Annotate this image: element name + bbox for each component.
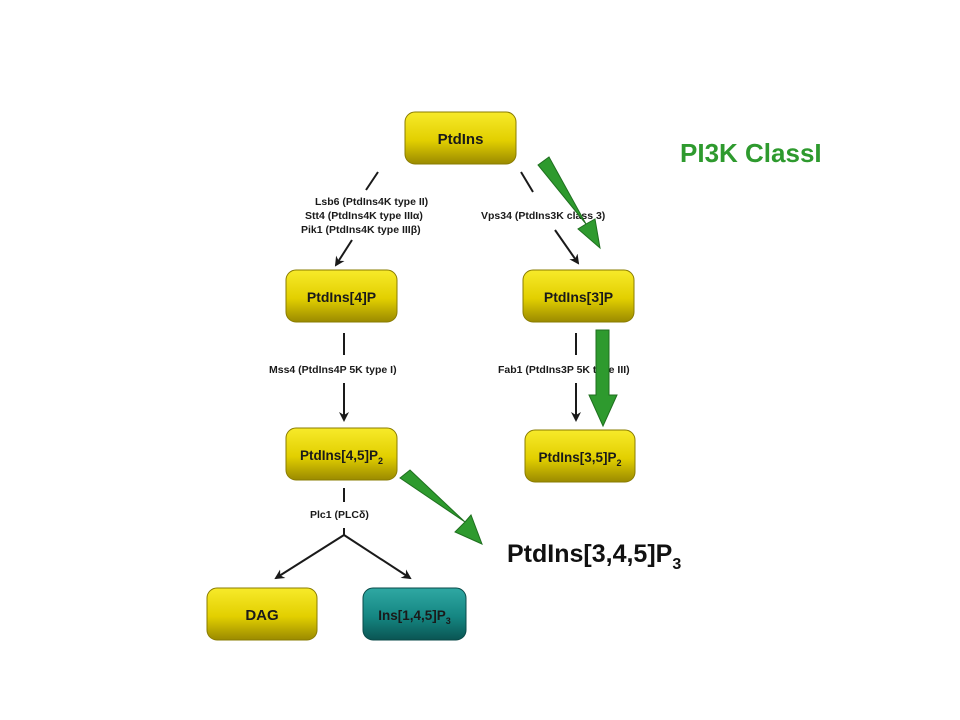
node-ptdins3p: PtdIns[3]P: [522, 269, 635, 323]
enzyme-mss4: Mss4 (PtdIns4P 5K type I): [269, 364, 397, 376]
node-ptdins4p: PtdIns[4]P: [285, 269, 398, 323]
arrow-plc-to-dag: [274, 534, 345, 580]
arrow-ptdins-to-3p-top: [520, 171, 534, 193]
green-arrow-45p2-to-345p3: [399, 469, 483, 545]
node-ptdins3p-label: PtdIns[3]P: [544, 289, 613, 305]
node-ptdins45p2-label: PtdIns[4,5]P2: [300, 448, 383, 466]
arrow-plc-to-ins: [343, 534, 412, 580]
arrow-ptdins-to-4p-bottom: [334, 239, 353, 267]
node-ptdins: PtdIns: [404, 111, 517, 165]
node-ins145p3: Ins[1,4,5]P3: [362, 587, 467, 641]
node-dag: DAG: [206, 587, 318, 641]
pathway-arrows: [274, 171, 581, 580]
enzyme-pik1: Pik1 (PtdIns4K type IIIβ): [301, 224, 421, 236]
node-ins145p3-label: Ins[1,4,5]P3: [378, 608, 451, 626]
green-arrow-ptdins-to-3p: [537, 156, 601, 250]
node-ptdins-label: PtdIns: [438, 131, 484, 148]
green-arrow-3p-to-35p2: [588, 329, 618, 428]
pi3k-arrows: [399, 156, 618, 545]
arrow-ptdins-to-3p-bottom: [554, 229, 580, 265]
enzyme-plc1: Plc1 (PLCδ): [310, 509, 369, 521]
node-ptdins35p2: PtdIns[3,5]P2: [524, 429, 636, 483]
product-ptdins345p3-label: PtdIns[3,4,5]P3: [507, 540, 681, 573]
pi3k-class-title: PI3K ClassI: [680, 138, 822, 168]
node-ptdins45p2: PtdIns[4,5]P2: [285, 427, 398, 481]
node-dag-label: DAG: [245, 607, 278, 624]
enzyme-labels: Lsb6 (PtdIns4K type II) Stt4 (PtdIns4K t…: [269, 196, 630, 521]
enzyme-stt4: Stt4 (PtdIns4K type IIIα): [305, 210, 423, 222]
enzyme-vps34: Vps34 (PtdIns3K class 3): [481, 210, 605, 222]
node-ptdins35p2-label: PtdIns[3,5]P2: [538, 450, 621, 468]
arrow-ptdins-to-4p-top: [365, 171, 379, 191]
enzyme-lsb6: Lsb6 (PtdIns4K type II): [315, 196, 428, 208]
enzyme-fab1: Fab1 (PtdIns3P 5K type III): [498, 364, 630, 376]
node-ptdins4p-label: PtdIns[4]P: [307, 289, 376, 305]
